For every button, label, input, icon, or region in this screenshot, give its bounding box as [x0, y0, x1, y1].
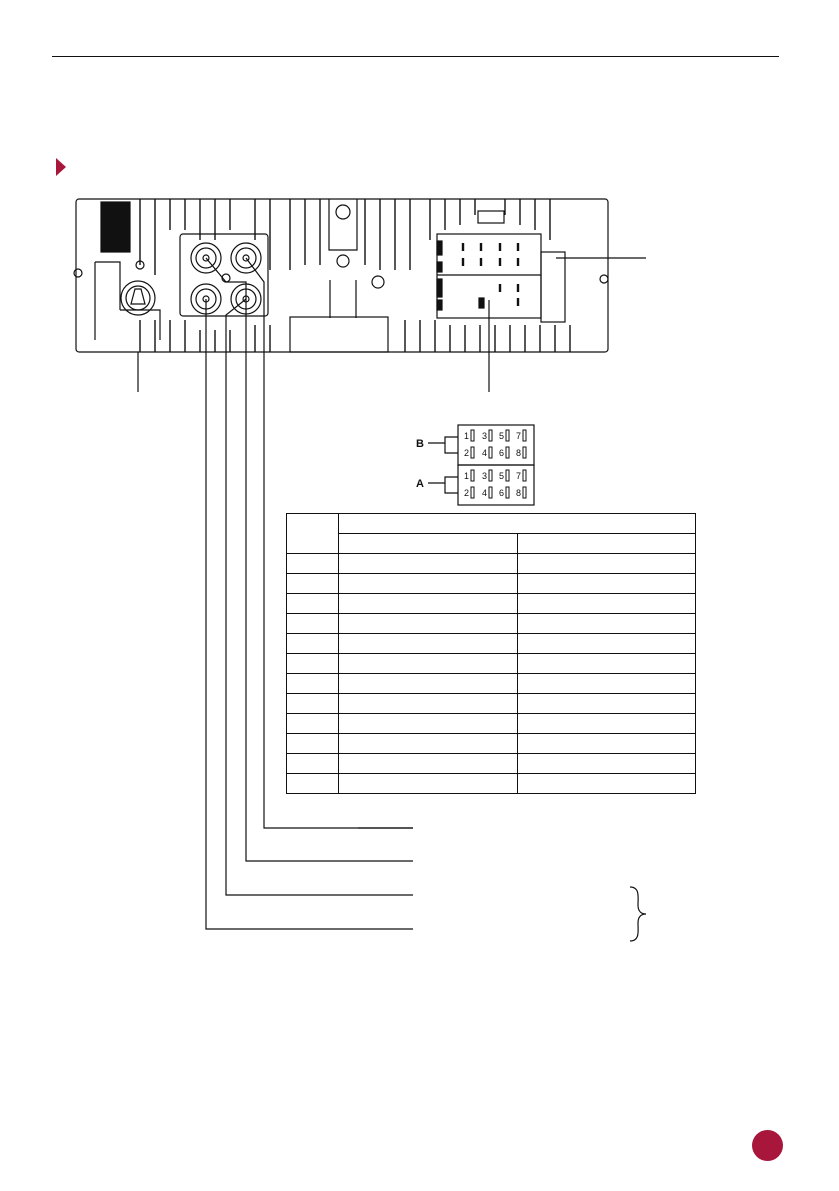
table-row — [286, 673, 696, 694]
table-header-cell — [286, 513, 339, 554]
table-cell — [338, 653, 518, 674]
pin-b1: 1 — [464, 431, 469, 441]
table-row — [286, 733, 696, 754]
table-cell — [338, 773, 518, 794]
table-cell — [338, 633, 518, 654]
table-row — [286, 653, 696, 674]
pin-a8: 8 — [516, 488, 521, 498]
table-subheader-row — [287, 533, 696, 554]
pin-a5: 5 — [499, 471, 504, 481]
table-cell — [338, 593, 518, 614]
connector-label-b: B — [416, 438, 424, 450]
table-cell — [338, 733, 518, 754]
table-row — [286, 773, 696, 794]
table-header-cell — [338, 513, 696, 534]
table-cell — [338, 573, 518, 594]
table-cell — [338, 673, 518, 694]
table-cell — [516, 693, 696, 714]
table-cell — [516, 593, 696, 614]
table-cell — [338, 553, 518, 574]
pin-a1: 1 — [464, 471, 469, 481]
table-row — [286, 613, 696, 634]
table-cell — [338, 753, 518, 774]
table-cell — [286, 613, 339, 634]
pin-b5: 5 — [499, 431, 504, 441]
table-subheader-cell — [516, 533, 696, 554]
circle-badge-icon — [752, 1130, 783, 1161]
table-cell — [286, 573, 339, 594]
pin-b8: 8 — [516, 448, 521, 458]
table-cell — [286, 733, 339, 754]
triangle-right-icon — [56, 158, 66, 176]
table-header-row — [286, 513, 696, 554]
pin-a6: 6 — [499, 488, 504, 498]
pin-a2: 2 — [464, 488, 469, 498]
table-cell — [286, 753, 339, 774]
connector-label-a: A — [416, 478, 424, 490]
table-cell — [286, 693, 339, 714]
mounting-bracket — [289, 199, 389, 353]
rca-sockets — [179, 233, 269, 317]
table-cell — [516, 573, 696, 594]
pin-b4: 4 — [482, 448, 487, 458]
table-row — [286, 633, 696, 654]
leader-lines — [137, 257, 646, 930]
table-row — [286, 753, 696, 774]
table-cell — [516, 633, 696, 654]
cooling-fins — [139, 199, 571, 352]
table-cell — [286, 673, 339, 694]
table-cell — [338, 713, 518, 734]
pin-b2: 2 — [464, 448, 469, 458]
table-cell — [516, 773, 696, 794]
table-cell — [286, 593, 339, 614]
table-cell — [338, 613, 518, 634]
table-row — [286, 693, 696, 714]
table-row — [286, 573, 696, 594]
table-cell — [516, 613, 696, 634]
pin-a4: 4 — [482, 488, 487, 498]
iso-connector-socket — [436, 210, 566, 323]
pin-assignment-table — [286, 513, 696, 794]
iso-connector-pinout — [428, 424, 535, 506]
table-cell — [286, 773, 339, 794]
pin-b7: 7 — [516, 431, 521, 441]
table-subheader-cell — [338, 533, 518, 554]
radio-unit-body — [73, 198, 609, 353]
antenna-socket — [120, 280, 156, 316]
table-cell — [516, 713, 696, 734]
top-rule — [52, 56, 779, 57]
table-cell — [286, 633, 339, 654]
pin-a3: 3 — [482, 471, 487, 481]
table-cell — [516, 553, 696, 574]
table-cell — [516, 753, 696, 774]
grouping-brace — [629, 886, 647, 942]
pin-b3: 3 — [482, 431, 487, 441]
pin-a7: 7 — [516, 471, 521, 481]
table-cell — [338, 693, 518, 714]
table-row — [286, 713, 696, 734]
table-cell — [516, 673, 696, 694]
table-cell — [516, 653, 696, 674]
table-cell — [516, 733, 696, 754]
pin-b6: 6 — [499, 448, 504, 458]
table-row — [286, 553, 696, 574]
table-cell — [286, 553, 339, 574]
table-cell — [286, 653, 339, 674]
table-cell — [286, 713, 339, 734]
table-row — [286, 593, 696, 614]
